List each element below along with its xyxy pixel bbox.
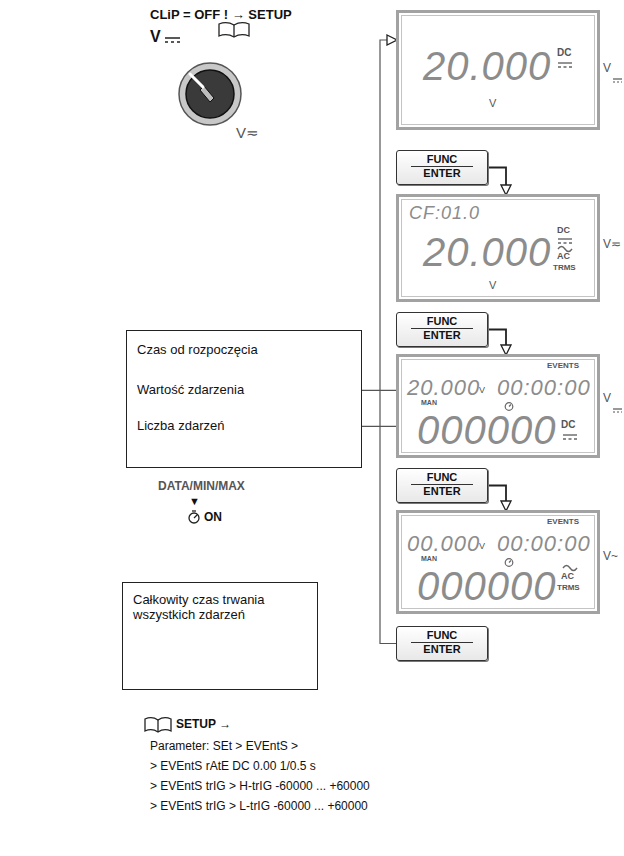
callout-box: Całkowity czas trwania wszystkich zdarze… (122, 582, 318, 690)
key-divider (411, 166, 473, 167)
key-label: ENTER (397, 329, 487, 342)
rotary-switch (179, 63, 241, 125)
note-label: DATA/MIN/MAX (158, 480, 245, 494)
dc-symbol (165, 38, 180, 42)
display-reading: MAN (421, 555, 437, 563)
key-label: ENTER (397, 167, 487, 180)
flow-arrow (488, 330, 506, 355)
display-reading: 20.000 (423, 43, 551, 89)
func-enter-key: FUNCENTER (396, 312, 488, 347)
dc-symbol (613, 409, 622, 412)
note-label: CLiP = OFF ! → SETUP (150, 8, 292, 23)
display-reading: 00:00:00 (497, 531, 591, 556)
flow-arrow (380, 40, 396, 644)
range-label: V≂ (603, 238, 621, 252)
callout-text: Czas od rozpoczęcia (137, 343, 353, 358)
display-reading: V (479, 385, 485, 395)
display-reading: AC (557, 251, 570, 261)
func-enter-key: FUNCENTER (396, 626, 488, 661)
display-reading: V (489, 97, 496, 110)
callout-text: Wartość zdarzenia (137, 383, 353, 398)
display-reading: V (479, 541, 485, 551)
lcd-display: 20.000 DC V (396, 10, 600, 130)
func-enter-key: FUNCENTER (396, 150, 488, 185)
dc-symbol (562, 433, 578, 443)
display-reading: AC (561, 571, 574, 581)
display-reading: V (489, 279, 496, 292)
note-label: ON (204, 511, 222, 525)
parameter-line: Parameter: SEt > EVEntS > (150, 740, 298, 754)
book-icon (219, 23, 249, 37)
display-reading: EVENTS (547, 361, 579, 370)
parameter-line: > EVEntS trIG > H-trIG -60000 ... +60000 (150, 780, 370, 794)
range-label: V (603, 62, 611, 76)
range-label: V (150, 28, 161, 46)
lcd-display: EVENTS 00.000V 00:00:00MAN000000 AC TRMS (396, 510, 600, 614)
display-reading: TRMS (557, 583, 580, 592)
key-label: FUNC (397, 629, 487, 642)
display-reading: DC (557, 47, 571, 59)
dc-symbol (557, 237, 573, 247)
display-reading: 000000 (417, 407, 556, 453)
display-reading: 20.000 (423, 229, 551, 275)
callout-text: Całkowity czas trwania wszystkich zdarze… (133, 593, 309, 623)
key-label: ENTER (397, 643, 487, 656)
display-reading: DC (561, 419, 575, 431)
display-reading: 000000 (417, 563, 556, 609)
dc-symbol (557, 61, 573, 71)
display-reading: MAN (421, 399, 437, 407)
display-reading: 00:00:00 (497, 375, 591, 400)
parameter-line: > EVEntS trIG > L-trIG -60000 ... +60000 (150, 800, 368, 814)
key-divider (411, 642, 473, 643)
lcd-display: EVENTS 20.000V 00:00:00MAN000000 DC (396, 354, 600, 458)
leader-line (362, 390, 396, 391)
key-label: ENTER (397, 485, 487, 498)
display-reading: DC (557, 225, 570, 235)
key-divider (411, 328, 473, 329)
display-reading: TRMS (553, 263, 576, 272)
display-reading: 00.000 (407, 531, 480, 556)
key-label: FUNC (397, 471, 487, 484)
key-divider (411, 484, 473, 485)
display-reading: 20.000 (407, 375, 480, 400)
key-label: FUNC (397, 315, 487, 328)
key-label: FUNC (397, 153, 487, 166)
note-label: SETUP → (176, 718, 231, 732)
dc-symbol (613, 79, 622, 82)
display-reading: CF:01.0 (409, 203, 480, 224)
display-reading: EVENTS (547, 517, 579, 526)
parameter-line: > EVEntS rAtE DC 0.00 1/0.5 s (150, 760, 316, 774)
stopwatch-icon (189, 511, 199, 523)
flow-arrow (488, 486, 506, 511)
func-enter-key: FUNCENTER (396, 468, 488, 503)
callout-box: Czas od rozpoczęciaWartość zdarzeniaLicz… (126, 330, 362, 468)
lcd-display: CF:01.0 20.000 DC AC TRMS V (396, 194, 600, 302)
range-label: V≂ (236, 124, 259, 141)
range-label: V (603, 392, 611, 406)
flow-arrow (488, 168, 506, 195)
callout-text: Liczba zdarzeń (137, 419, 353, 434)
range-label: V~ (603, 550, 618, 564)
note-label: ▼ (189, 495, 200, 508)
leader-line (362, 426, 396, 427)
book-icon (145, 718, 171, 732)
